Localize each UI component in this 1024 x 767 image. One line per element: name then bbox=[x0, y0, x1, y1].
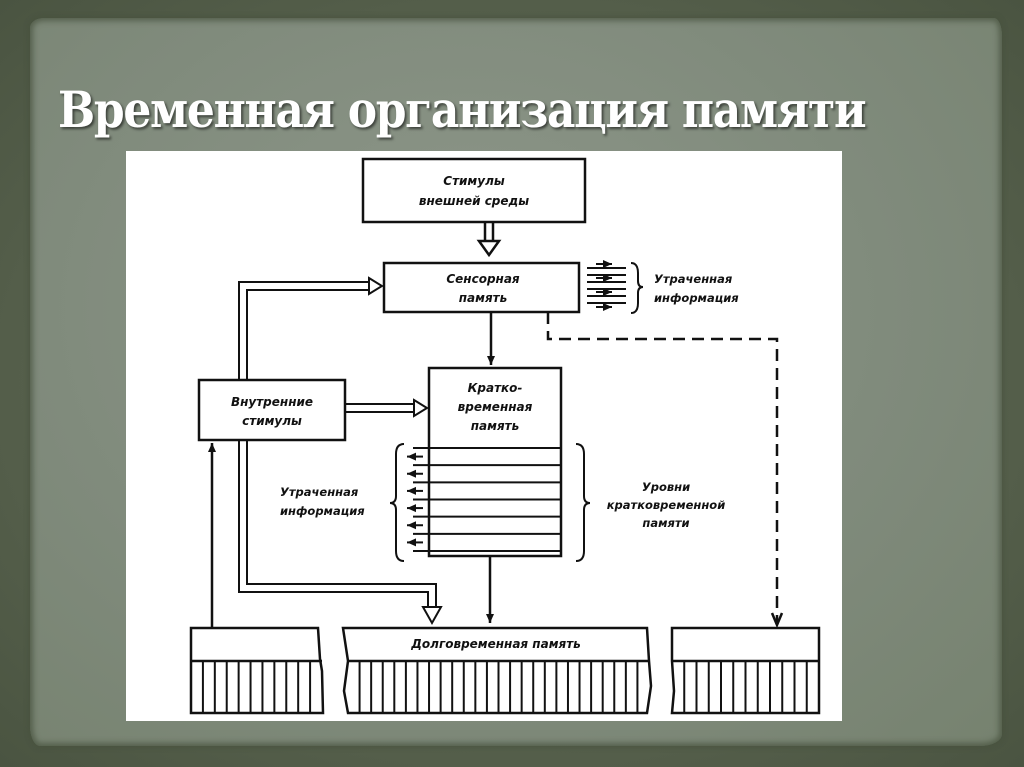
short-term-levels-brace bbox=[575, 443, 591, 562]
memory-diagram: Стимулы внешней среды Сенсорная память bbox=[189, 157, 821, 715]
sensory-lost-brace bbox=[630, 262, 644, 314]
short-term-levels bbox=[407, 447, 561, 552]
arrow-sensory-to-long-term-dashed bbox=[546, 312, 779, 623]
long-term-left-block bbox=[189, 626, 325, 715]
external-stimuli-label-1: Стимулы bbox=[443, 174, 505, 188]
long-term-memory-label: Долговременная память bbox=[410, 637, 581, 651]
levels-label-2: кратковременной bbox=[607, 498, 726, 512]
short-term-label-2: временная bbox=[458, 400, 533, 414]
long-term-right-block bbox=[670, 626, 821, 715]
short-term-lost-label-2: информация bbox=[280, 504, 365, 518]
arrow-internal-to-long-term bbox=[238, 440, 443, 626]
internal-stimuli-node bbox=[197, 378, 347, 442]
levels-label-3: памяти bbox=[642, 516, 689, 530]
sensory-memory-node bbox=[382, 261, 581, 314]
arrow-external-to-sensory bbox=[476, 222, 502, 258]
memory-diagram-panel: Стимулы внешней среды Сенсорная память bbox=[126, 151, 842, 721]
dashed-arrowhead bbox=[770, 612, 784, 629]
internal-stimuli-label-1: Внутренние bbox=[231, 395, 313, 409]
external-stimuli-node bbox=[361, 157, 587, 224]
internal-stimuli-label-2: стимулы bbox=[242, 414, 302, 428]
short-term-memory-node bbox=[427, 366, 563, 558]
short-term-lost-brace bbox=[389, 443, 405, 562]
slide-title: Временная организация памяти bbox=[58, 80, 867, 139]
long-term-memory-node bbox=[341, 626, 653, 715]
sensory-memory-label-2: память bbox=[459, 291, 507, 305]
external-stimuli-label-2: внешней среды bbox=[419, 194, 529, 208]
short-term-label-1: Кратко- bbox=[468, 381, 523, 395]
sensory-lost-label-2: информация bbox=[654, 291, 739, 305]
sensory-memory-label-1: Сенсорная bbox=[446, 272, 520, 286]
arrow-internal-to-short-term bbox=[345, 398, 429, 418]
sensory-lost-arrows bbox=[587, 260, 626, 311]
arrow-internal-to-sensory bbox=[238, 276, 384, 380]
levels-label-1: Уровни bbox=[642, 480, 690, 494]
short-term-label-3: память bbox=[471, 419, 519, 433]
sensory-lost-label-1: Утраченная bbox=[654, 272, 733, 286]
short-term-lost-label-1: Утраченная bbox=[280, 485, 359, 499]
